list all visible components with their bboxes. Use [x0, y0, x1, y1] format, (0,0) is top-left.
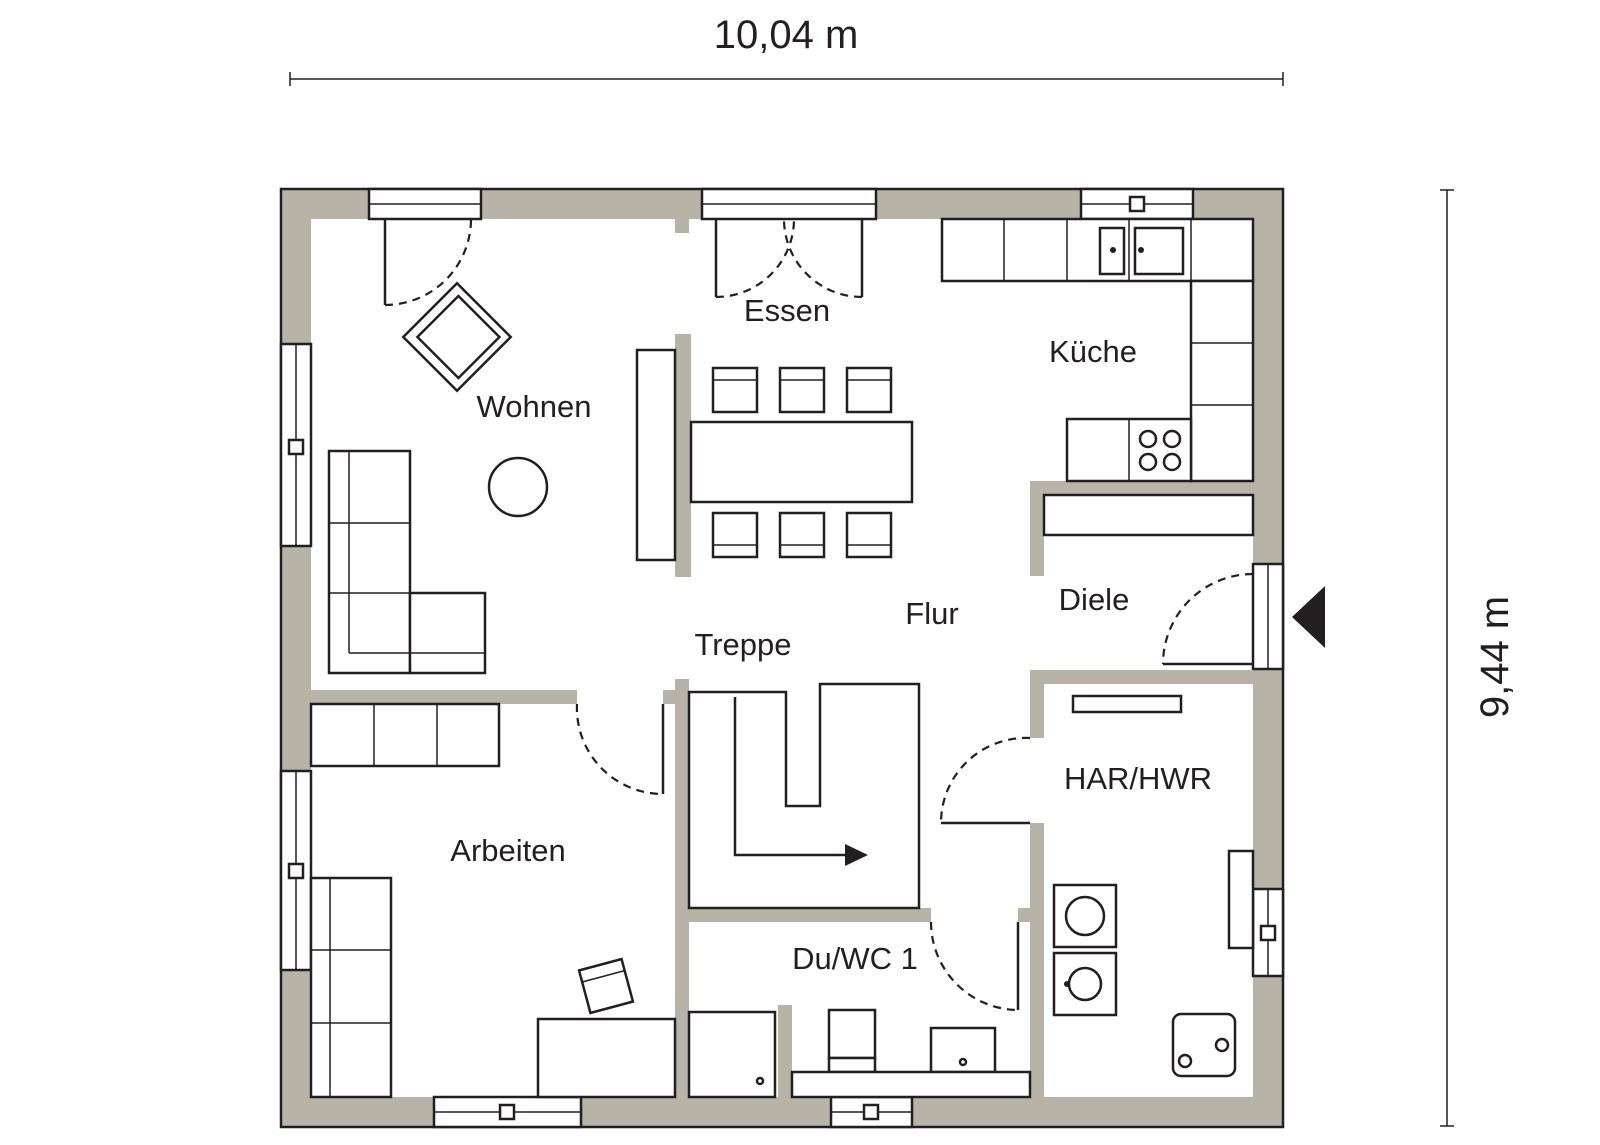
- interior-walls: [311, 219, 1253, 1097]
- room-label-flur: Flur: [905, 596, 958, 631]
- utility-fixtures: [1052, 694, 1255, 1078]
- stairs: [687, 682, 921, 910]
- depth-dimension-label: 9,44 m: [1473, 596, 1517, 718]
- living-furniture: [327, 281, 549, 675]
- stair-arrow-icon: [845, 844, 868, 866]
- room-label-wohnen: Wohnen: [477, 389, 592, 424]
- room-label-essen: Essen: [744, 293, 830, 328]
- dining-furniture: [635, 348, 914, 562]
- depth-dimension: 9,44 m: [1440, 189, 1517, 1127]
- kitchen-furniture: [940, 217, 1255, 537]
- windows: [279, 187, 1285, 1129]
- room-labels: Wohnen Essen Küche Diele Flur Treppe Arb…: [450, 293, 1212, 976]
- room-label-diele: Diele: [1059, 582, 1130, 617]
- room-label-duwc: Du/WC 1: [792, 941, 918, 976]
- width-dimension-label: 10,04 m: [714, 13, 859, 57]
- room-label-arbeiten: Arbeiten: [450, 833, 565, 868]
- width-dimension: 10,04 m: [289, 13, 1284, 86]
- room-label-treppe: Treppe: [694, 627, 791, 662]
- bathroom-fixtures: [687, 1008, 1032, 1099]
- exterior-walls: [279, 187, 1285, 1129]
- office-furniture: [309, 702, 677, 1099]
- room-label-kueche: Küche: [1049, 334, 1137, 369]
- doors: [383, 218, 1254, 1012]
- room-label-hwr: HAR/HWR: [1064, 761, 1212, 796]
- entrance-arrow-icon: [1292, 586, 1325, 648]
